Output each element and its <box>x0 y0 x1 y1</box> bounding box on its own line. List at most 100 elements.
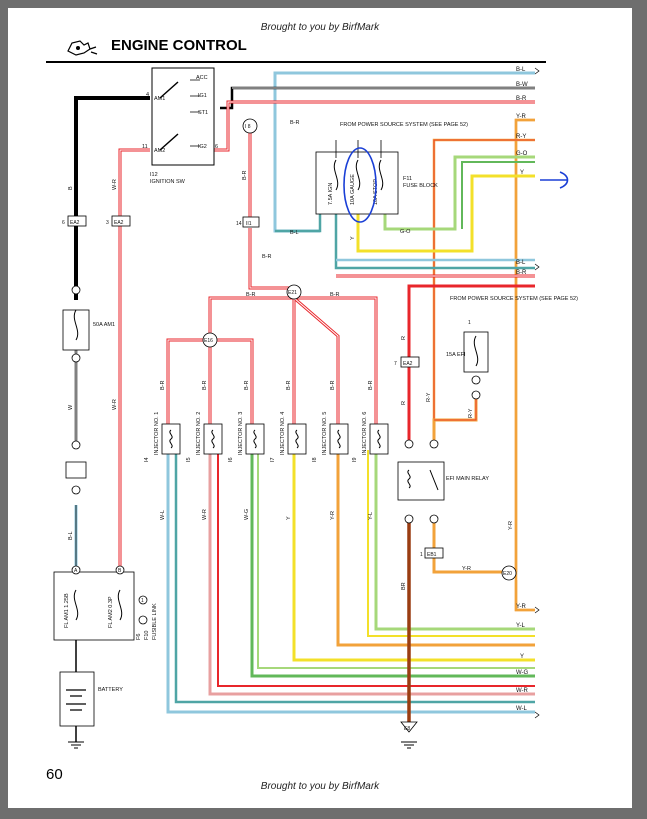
wire-label-b-r-e21b: B-R <box>330 292 340 298</box>
svg-text:I4: I4 <box>144 457 150 462</box>
ig-ig2-label: IG2 <box>198 144 207 150</box>
wire-label-b-r-6: B-R <box>368 381 374 391</box>
svg-text:Y-L: Y-L <box>368 512 374 520</box>
connector-eb1: EB1 1 <box>420 547 444 559</box>
injector-1: INJECTOR NO. 1 I4 W-L <box>144 412 181 520</box>
ig-am1-label: AM1 <box>154 96 165 102</box>
ig-ref: I12 <box>150 172 158 178</box>
wire-label-b-r-mid: B-R <box>262 254 272 260</box>
wire-label-b-r-v: B-R <box>242 171 248 181</box>
svg-text:50A AM1: 50A AM1 <box>93 322 115 328</box>
svg-text:B-R: B-R <box>516 96 527 102</box>
right-edge-labels: B-L B-W B-R Y-R R-Y G-O Y B-L B-R Y-R Y-… <box>516 67 529 712</box>
svg-text:W-G: W-G <box>244 509 250 520</box>
wire-label-b-r-top: B-R <box>290 120 300 126</box>
svg-text:INJECTOR NO. 5: INJECTOR NO. 5 <box>322 412 328 455</box>
wire-label-r-y-2: R-Y <box>468 408 474 418</box>
fuse-am1: 50A AM1 <box>62 285 115 495</box>
svg-text:1: 1 <box>420 552 423 558</box>
svg-text:15A EFI: 15A EFI <box>446 352 466 358</box>
splice-e16: E16 <box>202 332 218 348</box>
svg-text:I9: I9 <box>352 457 358 462</box>
wire-label-b-r-4: B-R <box>286 381 292 391</box>
svg-text:EA2: EA2 <box>70 220 80 226</box>
svg-text:E20: E20 <box>503 571 512 577</box>
footer-credit: Brought to you by BirfMark <box>260 781 380 792</box>
svg-text:F6: F6 <box>136 634 142 640</box>
wire-label-y-fuse: Y <box>350 236 356 240</box>
title-rule <box>46 61 546 63</box>
svg-text:FUSE BLOCK: FUSE BLOCK <box>403 183 438 189</box>
engine-logo-icon <box>67 40 98 56</box>
svg-text:INJECTOR NO. 4: INJECTOR NO. 4 <box>280 412 286 455</box>
svg-text:EA2: EA2 <box>403 361 413 367</box>
svg-text:G-O: G-O <box>516 151 528 157</box>
wire-label-b-l-left: B-L <box>68 531 74 540</box>
svg-text:B-R: B-R <box>516 270 527 276</box>
injector-5: INJECTOR NO. 5 I8 Y-R <box>312 412 349 520</box>
wire-r-red <box>407 284 535 440</box>
svg-text:FROM POWER SOURCE SYSTEM (SEE: FROM POWER SOURCE SYSTEM (SEE PAGE 52) <box>450 296 578 302</box>
injector-3: INJECTOR NO. 3 I6 W-G <box>228 412 265 520</box>
wire-label-y-r-low: Y-R <box>462 566 471 572</box>
page-number: 60 <box>46 766 63 783</box>
svg-text:Y: Y <box>286 516 292 520</box>
svg-text:I5: I5 <box>186 457 192 462</box>
svg-text:FROM POWER SOURCE SYSTEM (SEE: FROM POWER SOURCE SYSTEM (SEE PAGE 52) <box>340 122 468 128</box>
wire-e21-fan <box>166 288 378 432</box>
wire-label-w: W <box>68 404 74 410</box>
efi-main-relay: EFI MAIN RELAY <box>397 439 489 524</box>
ground-left-icon <box>68 741 84 749</box>
svg-text:B-W: B-W <box>516 82 528 88</box>
svg-text:II1: II1 <box>246 221 252 227</box>
svg-text:Y: Y <box>520 170 524 176</box>
header-credit: Brought to you by BirfMark <box>260 22 380 33</box>
ig-am2-label: AM2 <box>154 148 165 154</box>
svg-text:R-Y: R-Y <box>516 134 526 140</box>
svg-text:I 8: I 8 <box>245 124 251 130</box>
ignition-switch: ACC IG1 ST1 AM1 AM2 IG2 4 11 6 I12 IGNIT… <box>142 67 218 185</box>
wire-r-y <box>432 138 535 440</box>
svg-text:W-R: W-R <box>202 509 208 520</box>
connector-ii1: II1 14 <box>236 216 260 228</box>
svg-text:FL AM1 1.25B: FL AM1 1.25B <box>64 593 70 628</box>
fuse-efi: FROM POWER SOURCE SYSTEM (SEE PAGE 52) 1… <box>446 296 578 400</box>
wire-label-w-r-1: W-R <box>112 179 118 190</box>
ig-ig1-label: IG1 <box>198 93 207 99</box>
wire-b-l-top <box>273 71 535 233</box>
ig-pin-ig2: 6 <box>215 144 218 150</box>
wire-am1-black <box>74 96 150 216</box>
wire-b-l-mid <box>275 214 535 270</box>
svg-text:B: B <box>118 568 122 574</box>
ground-e8: E8 <box>400 721 418 749</box>
svg-text:Y-R: Y-R <box>516 114 526 120</box>
ig-pin-am2: 11 <box>142 144 148 150</box>
wire-label-b-r-5: B-R <box>330 381 336 391</box>
svg-text:E21: E21 <box>288 290 297 296</box>
svg-text:1: 1 <box>468 320 471 326</box>
svg-text:E8: E8 <box>404 726 410 732</box>
wire-label-b-r-3: B-R <box>244 381 250 391</box>
svg-text:A: A <box>74 568 78 574</box>
splice-e21: E21 <box>286 284 302 300</box>
wire-y-out <box>292 450 535 662</box>
wire-label-br: BR <box>401 582 407 590</box>
svg-text:Y-L: Y-L <box>516 623 525 629</box>
svg-text:I6: I6 <box>228 457 234 462</box>
wire-y-l-out <box>374 450 535 631</box>
connector-ea2-left: EA2 6 <box>62 215 87 227</box>
svg-text:I8: I8 <box>312 457 318 462</box>
connector-ea2-red: EA2 7 <box>394 356 420 368</box>
injector-2: INJECTOR NO. 2 I5 W-R <box>186 412 223 520</box>
ig-pin-am1: 4 <box>146 92 149 98</box>
battery: BATTERY <box>59 671 123 727</box>
page-title: ENGINE CONTROL <box>111 37 247 54</box>
wire-label-w-r-2: W-R <box>112 399 118 410</box>
ig-st1-label: ST1 <box>198 110 208 116</box>
wire-am2-w-r <box>118 148 150 570</box>
svg-text:F10: F10 <box>144 631 150 640</box>
wire-w-g-out <box>250 450 535 678</box>
svg-text:B-L: B-L <box>516 260 526 266</box>
svg-text:Y-R: Y-R <box>330 511 336 520</box>
